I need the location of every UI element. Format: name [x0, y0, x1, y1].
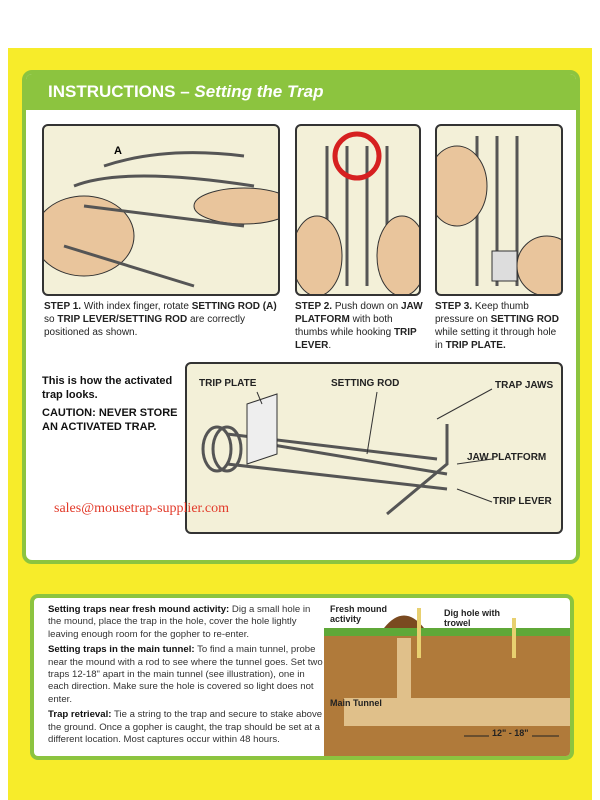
activated-trap-diagram: TRIP PLATE SETTING ROD TRAP JAWS JAW PLA… [185, 362, 563, 534]
label-setting-rod: SETTING ROD [331, 378, 400, 389]
thumb-plate-illustration [437, 136, 561, 294]
title: INSTRUCTIONS [48, 82, 176, 101]
step1-illustration: A [42, 124, 280, 296]
step3-illustration [435, 124, 563, 296]
highlight-circle [332, 131, 382, 181]
step2-text: STEP 2. Push down on JAW PLATFORM with b… [295, 301, 423, 351]
tip-mound: Setting traps near fresh mound activity:… [48, 604, 311, 640]
tip-tunnel: Setting traps in the main tunnel: To fin… [48, 644, 323, 705]
marker-a: A [114, 145, 122, 157]
label-trap-jaws: TRAP JAWS [495, 380, 554, 391]
page-title: INSTRUCTIONS – Setting the Trap [26, 74, 576, 110]
tips-box: Setting traps near fresh mound activity:… [30, 594, 574, 760]
label-trip-plate: TRIP PLATE [199, 378, 257, 389]
instructions-box: INSTRUCTIONS – Setting the Trap A STEP 1… [22, 70, 580, 564]
label-distance: 12" - 18" [489, 728, 532, 738]
trap-illustration [201, 388, 493, 516]
step2-illustration [295, 124, 421, 296]
label-fresh-mound: Fresh mound activity [330, 604, 388, 624]
activated-caption: This is how the activated trap looks.CAU… [42, 375, 178, 433]
subtitle: Setting the Trap [194, 82, 324, 101]
tip-retrieval: Trap retrieval: Tie a string to the trap… [48, 709, 323, 746]
label-main-tunnel: Main Tunnel [330, 698, 382, 708]
label-jaw-platform: JAW PLATFORM [467, 452, 547, 463]
tips-text: Setting traps near fresh mound activity:… [48, 604, 326, 749]
thumbs-illustration [297, 131, 419, 294]
watermark-email: sales@mousetrap-supplier.com [54, 501, 230, 516]
step3-text: STEP 3. Keep thumb pressure on SETTING R… [435, 301, 559, 351]
label-dig-hole: Dig hole with trowel [444, 608, 500, 628]
step1-text: STEP 1. With index finger, rotate SETTIN… [44, 301, 277, 338]
hands-trap-illustration: A [44, 145, 278, 288]
label-trip-lever: TRIP LEVER [493, 496, 552, 507]
